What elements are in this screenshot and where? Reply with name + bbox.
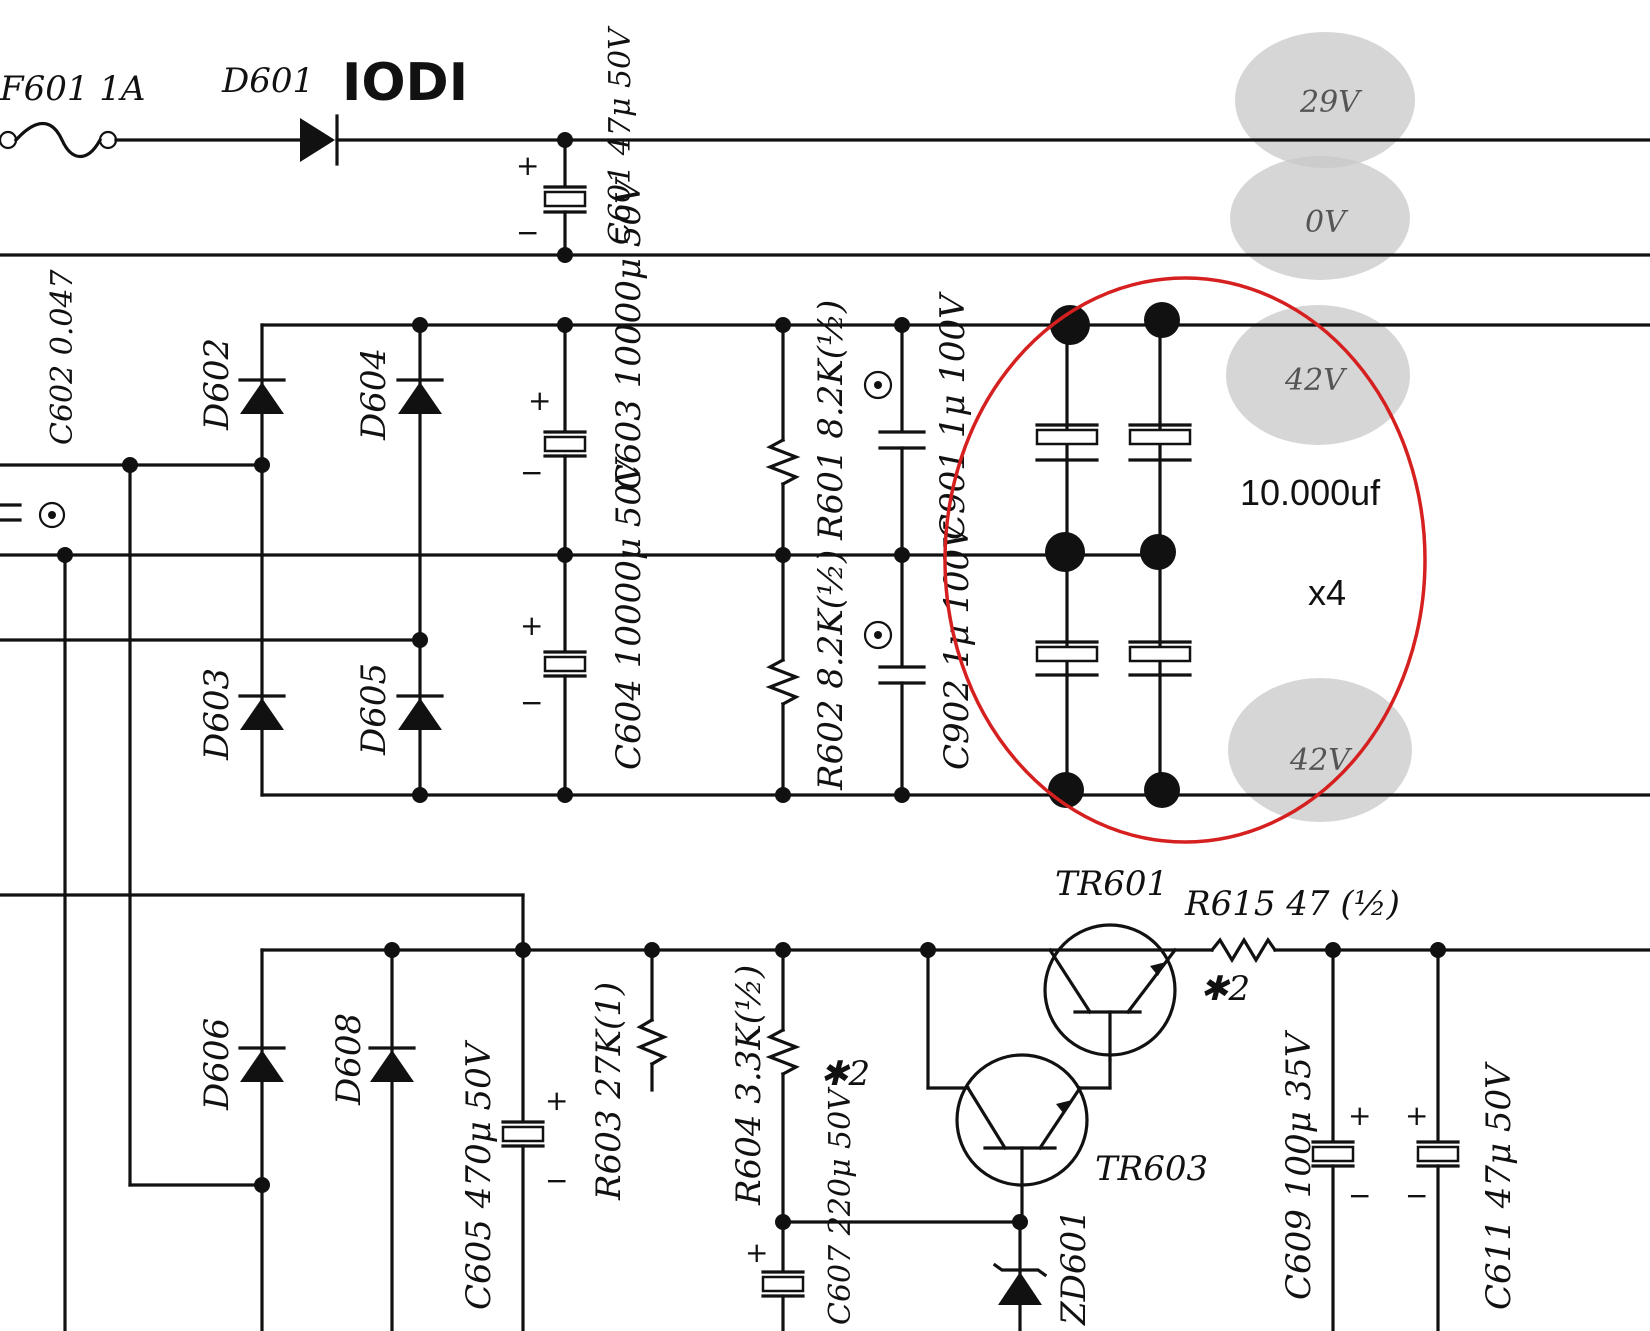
diode-d606: [240, 1050, 284, 1082]
label-d601: D601: [221, 61, 314, 101]
label-c605: C605 470μ 50V: [459, 1039, 499, 1310]
label-c607: C607 220μ 50V: [823, 1086, 858, 1325]
rail-label-42v-pos: 42V: [1284, 363, 1348, 398]
capacitor-bank-3: [1035, 645, 1099, 663]
capacitor-bank: [1035, 423, 1192, 677]
rail-marker-29v: [1235, 32, 1415, 168]
fuse-terminal-left: [0, 130, 18, 150]
diode-d604: [398, 382, 442, 414]
rail-marker-42v-pos: [1226, 305, 1410, 445]
rail-label-0v: 0V: [1305, 205, 1349, 240]
label-c603: C603 10000μ 50V: [609, 176, 649, 490]
rail-marker-42v-neg: [1228, 678, 1412, 822]
node-bank-bot-2: [1144, 772, 1180, 808]
svg-text:−: −: [545, 1164, 568, 1197]
annotation-circle: [943, 276, 1427, 844]
resistor-r604: [765, 1027, 801, 1077]
diode-d608: [370, 1050, 414, 1082]
capacitor-c609: [1311, 1145, 1355, 1163]
svg-text:+: +: [520, 609, 543, 642]
label-d608: D608: [329, 1013, 369, 1106]
annotation-capacitance: 10.000uf: [1240, 472, 1381, 513]
label-r615: R615 47 (½): [1184, 884, 1400, 924]
fuse-f601: [13, 122, 103, 158]
diode-d602: [240, 382, 284, 414]
svg-text:+: +: [516, 149, 539, 182]
diode-d603: [240, 698, 284, 730]
svg-text:−: −: [1348, 1179, 1371, 1212]
node-bank-top-2: [1144, 302, 1180, 338]
regulator-section: D606 D608 + − C605 470μ 50V R603 27K(1) …: [0, 864, 1650, 1331]
label-d605: D605: [354, 663, 394, 756]
label-star-2b: ✱2: [1200, 969, 1250, 1009]
zener-zd601: [998, 1272, 1042, 1305]
svg-text:−: −: [516, 216, 539, 249]
label-c901: C901 1μ 100V: [933, 291, 973, 540]
capacitor-bank-2: [1128, 428, 1192, 446]
svg-text:+: +: [1405, 1099, 1428, 1132]
label-tr603: TR603: [1095, 1149, 1208, 1189]
top-supply-section: F601 1A D601 IODI + − C601 47μ 50V: [0, 25, 1650, 263]
node-bank-mid-1: [1045, 532, 1085, 572]
node-bank-mid-2: [1140, 534, 1176, 570]
label-f601: F601 1A: [0, 69, 145, 109]
label-d602: D602: [197, 338, 237, 431]
diode-d605: [398, 698, 442, 730]
svg-text:−: −: [520, 686, 543, 719]
diode-d601: [300, 118, 335, 162]
label-r601: R601 8.2K(½): [811, 300, 851, 541]
svg-text:+: +: [545, 1084, 568, 1117]
capacitor-bank-1: [1035, 428, 1099, 446]
label-r604: R604 3.3K(½): [729, 965, 769, 1206]
svg-text:−: −: [1405, 1179, 1428, 1212]
label-c601: C601 47μ 50V: [603, 25, 638, 245]
label-c611: C611 47μ 50V: [1479, 1061, 1519, 1310]
label-d604: D604: [354, 348, 394, 441]
svg-text:−: −: [520, 456, 543, 489]
resistor-r601: [765, 437, 801, 487]
label-c602: C602 0.047: [45, 268, 80, 445]
label-star-2a: ✱2: [820, 1054, 870, 1094]
resistor-r602: [765, 657, 801, 707]
rail-marker-0v: [1230, 156, 1410, 280]
label-r603: R603 27K(1): [589, 982, 629, 1201]
label-r602: R602 8.2K(½): [811, 550, 851, 791]
svg-text:+: +: [745, 1236, 768, 1269]
fuse-terminal-right: [98, 130, 118, 150]
capacitor-c604: [543, 655, 587, 673]
label-d603: D603: [197, 668, 237, 761]
capacitor-c611: [1416, 1145, 1460, 1163]
svg-text:+: +: [1348, 1099, 1371, 1132]
voltage-markers: 29V 0V 42V 42V: [1226, 32, 1415, 822]
label-d606: D606: [197, 1018, 237, 1111]
resistor-r615: [1209, 936, 1278, 964]
capacitor-c601: [543, 190, 587, 208]
capacitor-c607: [761, 1275, 805, 1293]
label-c609: C609 100μ 35V: [1279, 1029, 1319, 1300]
capacitor-bank-4: [1128, 645, 1192, 663]
node-bank-top-1: [1050, 305, 1090, 345]
rail-label-29v: 29V: [1299, 85, 1363, 120]
label-c604: C604 10000μ 50V: [609, 456, 649, 770]
capacitor-c605: [501, 1125, 545, 1143]
resistor-r603: [635, 1017, 669, 1067]
svg-text:+: +: [528, 384, 551, 417]
annotation-count: x4: [1308, 572, 1346, 613]
label-tr601: TR601: [1055, 864, 1168, 904]
label-iodi: IODI: [342, 53, 468, 113]
capacitor-c603: [543, 435, 587, 453]
label-zd601: ZD601: [1054, 1209, 1094, 1326]
